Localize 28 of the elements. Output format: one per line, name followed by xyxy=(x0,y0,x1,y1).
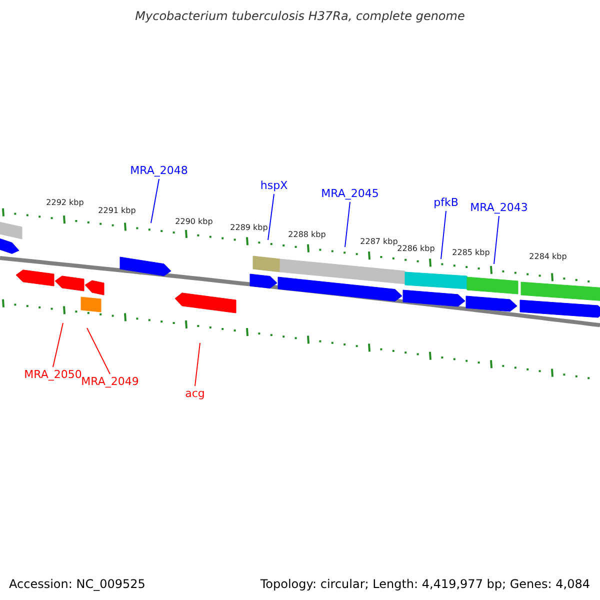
kbp-tick-label: 2290 kbp xyxy=(175,218,213,226)
gene-label: acg xyxy=(185,387,205,401)
kbp-tick-label: 2286 kbp xyxy=(397,245,435,253)
gene-label: pfkB xyxy=(434,196,458,210)
leader-line xyxy=(494,216,500,264)
kbp-tick-label: 2284 kbp xyxy=(529,253,567,261)
gene-label: MRA_2043 xyxy=(470,201,528,215)
leader-line xyxy=(52,322,64,368)
kbp-tick-label: 2292 kbp xyxy=(46,199,84,207)
accession-text: Accession: NC_009525 xyxy=(9,576,146,593)
kbp-tick-label: 2287 kbp xyxy=(360,238,398,246)
leader-line xyxy=(194,342,200,386)
leader-line xyxy=(344,202,350,248)
leader-line xyxy=(86,328,110,374)
topology-text: Topology: circular; Length: 4,419,977 bp; Genes: 4,084 xyxy=(260,576,590,593)
gene-label: hspX xyxy=(260,179,288,193)
gene-label: MRA_2049 xyxy=(81,375,139,389)
leader-line xyxy=(268,194,274,240)
gene-label: MRA_2050 xyxy=(24,368,82,382)
gene-label: MRA_2045 xyxy=(321,187,379,201)
kbp-tick-label: 2285 kbp xyxy=(452,249,490,257)
leader-line xyxy=(440,210,446,260)
leader-line xyxy=(150,178,160,224)
kbp-tick-label: 2289 kbp xyxy=(230,224,268,232)
map-title: Mycobacterium tuberculosis H37Ra, complete genome xyxy=(134,10,466,22)
kbp-tick-label: 2291 kbp xyxy=(98,207,136,215)
kbp-tick-label: 2288 kbp xyxy=(288,231,326,239)
gene-label: MRA_2048 xyxy=(130,164,188,178)
